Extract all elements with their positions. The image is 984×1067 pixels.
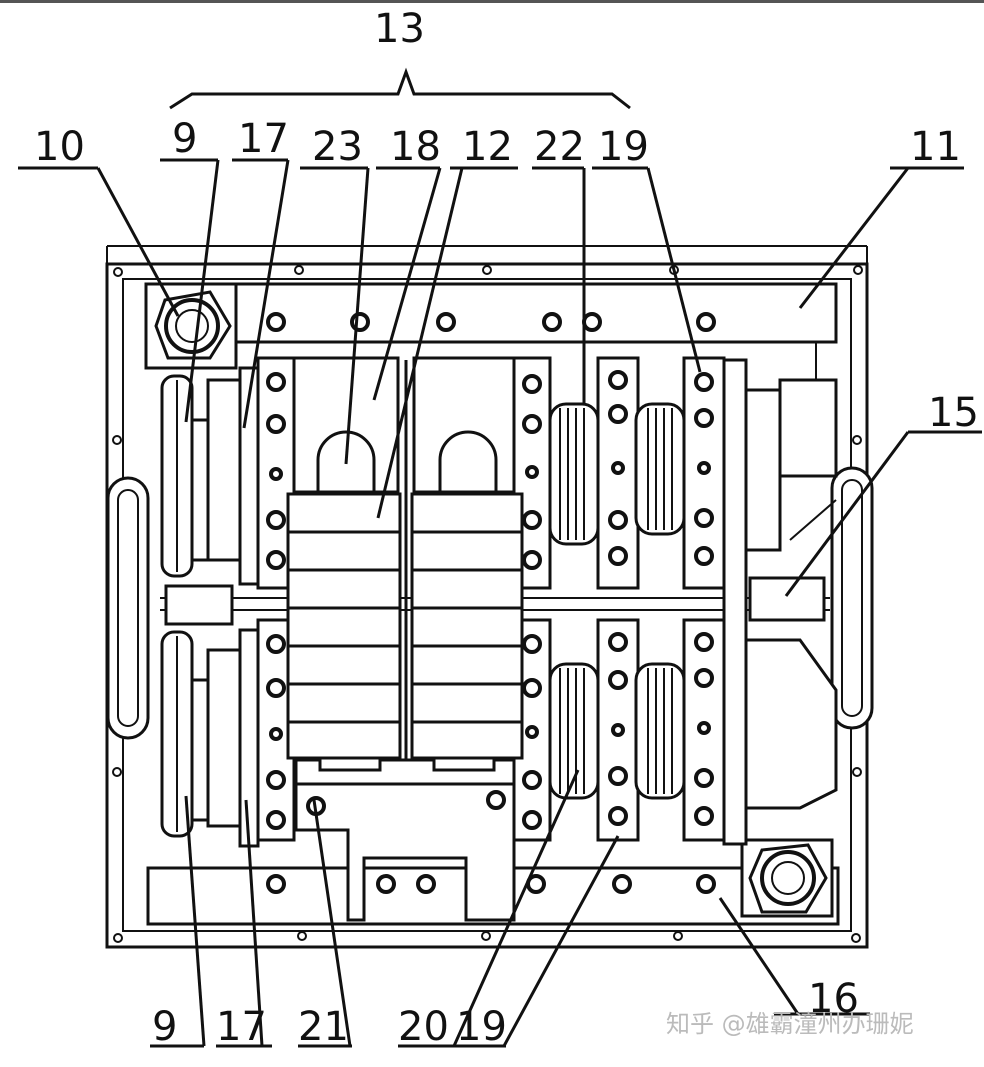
label-20: 20 <box>398 1004 449 1050</box>
bottom-right-nut <box>740 838 834 918</box>
spring-pack-lower-2 <box>634 662 686 800</box>
label-15: 15 <box>928 390 979 436</box>
label-19-top: 19 <box>598 124 649 170</box>
label-17-top: 17 <box>238 116 289 162</box>
spring-pack-lower-1 <box>548 662 600 800</box>
leader-lines <box>18 67 982 1048</box>
spring-pack-upper-2 <box>634 402 686 536</box>
callout-labels: 13 10 9 17 23 18 12 22 19 11 15 9 17 21 … <box>34 6 979 1050</box>
label-23: 23 <box>312 124 363 170</box>
label-9-top: 9 <box>172 116 197 162</box>
base-bracket <box>294 756 516 922</box>
label-17-bottom: 17 <box>216 1004 267 1050</box>
label-22: 22 <box>534 124 585 170</box>
watermark: 知乎 @雄霸潼州办珊妮 <box>666 1010 914 1038</box>
label-12: 12 <box>462 124 513 170</box>
spring-pack-upper-1 <box>548 402 600 546</box>
label-19-bottom: 19 <box>456 1004 507 1050</box>
label-9-bottom: 9 <box>152 1004 177 1050</box>
left-pulleys <box>160 374 212 838</box>
top-edge <box>0 0 984 3</box>
label-10: 10 <box>34 124 85 170</box>
top-left-nut <box>144 282 238 370</box>
bolt-plate-19-center-upper <box>596 356 640 590</box>
left-side-rail <box>106 435 150 777</box>
bolt-plate-19-center-lower <box>596 618 640 842</box>
label-18: 18 <box>390 124 441 170</box>
main-stack-right <box>410 492 524 760</box>
bolt-plate-19-right-lower <box>682 618 726 842</box>
label-11: 11 <box>910 124 961 170</box>
label-13: 13 <box>374 6 425 52</box>
bolt-plate-19-right-upper <box>682 356 726 590</box>
main-stack-left <box>286 492 402 760</box>
right-side-rail <box>830 435 874 777</box>
right-housing <box>722 342 838 846</box>
label-21: 21 <box>298 1004 349 1050</box>
label-16: 16 <box>808 976 859 1022</box>
